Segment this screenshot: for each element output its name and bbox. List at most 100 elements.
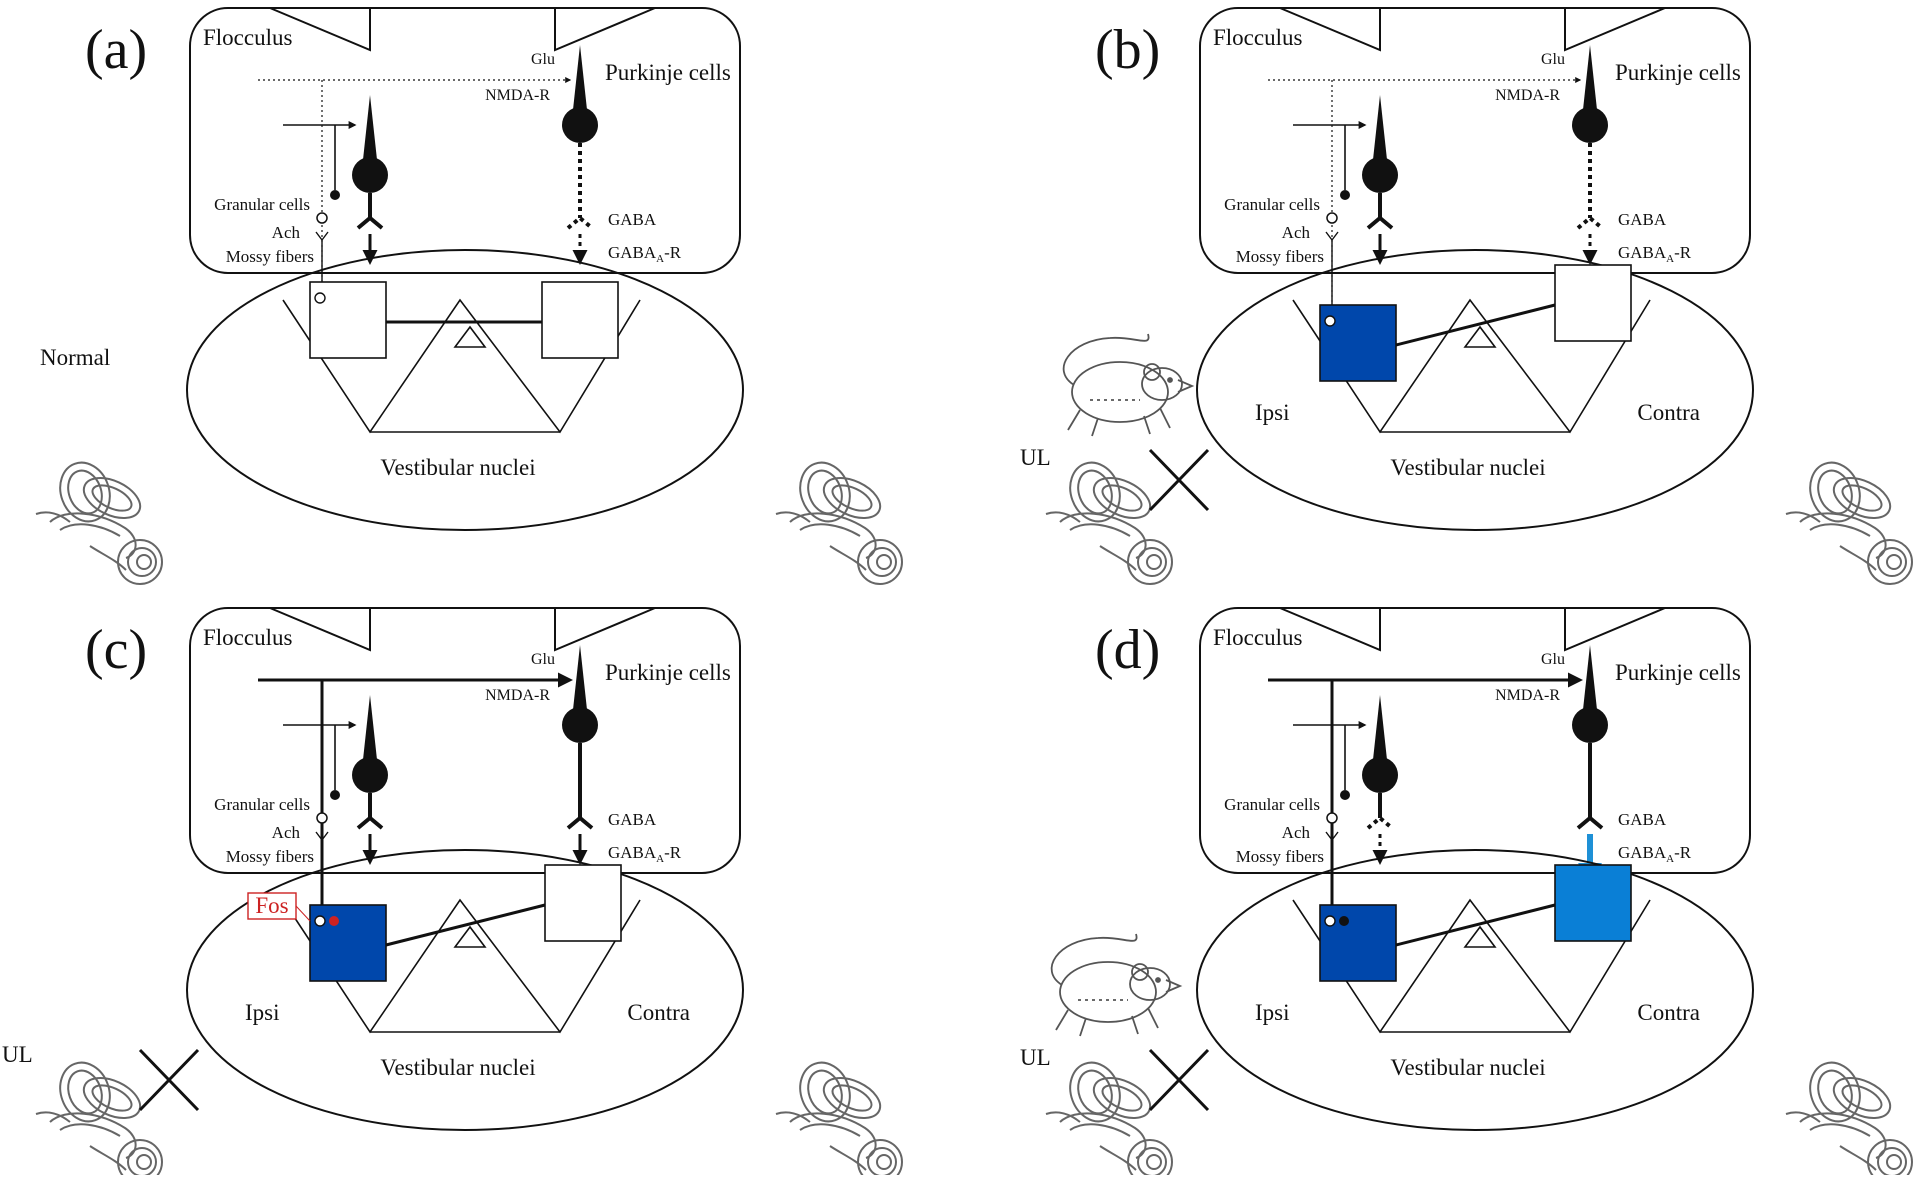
left-purkinje-terminal xyxy=(1366,215,1394,230)
cross-icon xyxy=(138,1048,200,1112)
left-purkinje-soma xyxy=(352,757,388,793)
mossy-fibers-label: Mossy fibers xyxy=(1236,847,1324,866)
mossy-input-dot xyxy=(1324,915,1336,927)
nuclei-small-triangle xyxy=(1463,925,1497,948)
mossy-terminal xyxy=(316,212,328,224)
purkinje-cells-label: Purkinje cells xyxy=(605,60,731,85)
granular-cell-dot xyxy=(1340,190,1350,200)
left-purkinje-soma xyxy=(1362,157,1398,193)
gaba-a-r-main: GABA xyxy=(1618,843,1667,862)
fos-label: Fos xyxy=(255,893,288,918)
mossy-fibers-label: Mossy fibers xyxy=(226,247,314,266)
granular-cells-label: Granular cells xyxy=(1224,795,1320,814)
contra-nucleus-box xyxy=(1554,864,1632,942)
flocculus-box xyxy=(1199,7,1751,274)
gaba-label: GABA xyxy=(608,210,657,229)
gaba-a-r-tail: -R xyxy=(1674,243,1692,262)
right-purkinje-soma xyxy=(1572,707,1608,743)
left-purkinje-dendrite xyxy=(362,695,378,769)
gaba-a-r-main: GABA xyxy=(1618,243,1667,262)
fos-pointer xyxy=(295,905,311,922)
right-purkinje-terminal xyxy=(566,215,594,230)
flocculus-label: Flocculus xyxy=(203,25,292,50)
flocculus-notch-right xyxy=(554,607,656,652)
ach-label: Ach xyxy=(272,223,301,242)
flocculus-box xyxy=(189,7,741,274)
mossy-input-dot xyxy=(1324,315,1336,327)
right-purkinje-dendrite xyxy=(1582,645,1598,719)
fos-tag-box xyxy=(247,892,297,920)
granular-cell-dot xyxy=(330,190,340,200)
inner-ear-icon xyxy=(1785,454,1913,585)
flocculus-label: Flocculus xyxy=(1213,625,1302,650)
ipsi-label: Ipsi xyxy=(1255,1000,1290,1025)
mossy-fibers-label: Mossy fibers xyxy=(226,847,314,866)
gaba-a-r-sub: A xyxy=(656,853,664,865)
right-purkinje-soma xyxy=(1572,107,1608,143)
contra-nucleus-box xyxy=(1554,264,1632,342)
inner-ear-icon xyxy=(1045,454,1173,585)
nuclei-small-triangle xyxy=(453,325,487,348)
purkinje-cells-label: Purkinje cells xyxy=(605,660,731,685)
vestibular-nuclei-ellipse xyxy=(186,249,744,531)
flocculus-notch-left xyxy=(269,607,371,652)
ul-label: UL xyxy=(2,1042,33,1067)
left-purkinje-soma xyxy=(1362,757,1398,793)
vestibular-nuclei-ellipse xyxy=(1196,849,1754,1131)
vestibular-nuclei-ellipse xyxy=(1196,249,1754,531)
nuclei-zigzag xyxy=(1292,898,1651,1034)
inner-ear-icon xyxy=(35,1054,163,1180)
flocculus-notch-right xyxy=(1564,7,1666,52)
right-purkinje-terminal xyxy=(1576,815,1604,830)
flocculus-box xyxy=(1199,607,1751,874)
left-purkinje-dendrite xyxy=(1372,95,1388,169)
granular-cell-dot xyxy=(330,790,340,800)
mossy-input-dot xyxy=(314,915,326,927)
granular-input-dot xyxy=(329,916,339,926)
vestibular-nuclei-label: Vestibular nuclei xyxy=(1390,455,1545,480)
purkinje-cells-label: Purkinje cells xyxy=(1615,60,1741,85)
left-purkinje-terminal xyxy=(356,215,384,230)
left-purkinje-terminal xyxy=(1366,815,1394,830)
vestibular-nuclei-label: Vestibular nuclei xyxy=(1390,1055,1545,1080)
left-purkinje-soma xyxy=(352,157,388,193)
right-purkinje-dendrite xyxy=(572,45,588,119)
right-purkinje-dendrite xyxy=(1582,45,1598,119)
inner-ear-icon xyxy=(1785,1054,1913,1180)
nuclei-zigzag xyxy=(1292,298,1651,434)
gaba-a-r-main: GABA xyxy=(608,243,657,262)
flocculus-notch-right xyxy=(1564,607,1666,652)
granular-cells-label: Granular cells xyxy=(1224,195,1320,214)
left-purkinje-dendrite xyxy=(1372,695,1388,769)
mossy-input-dot xyxy=(314,292,326,304)
inner-ear-icon xyxy=(775,454,903,585)
gaba-a-r-sub: A xyxy=(1666,853,1674,865)
glu-label: Glu xyxy=(1541,51,1565,68)
rat-icon xyxy=(1062,333,1193,437)
nmda-r-label: NMDA-R xyxy=(1495,87,1560,104)
gaba-a-r-tail: -R xyxy=(664,243,682,262)
panel-letter: (c) xyxy=(85,619,147,681)
flocculus-label: Flocculus xyxy=(1213,25,1302,50)
gaba-a-r-sub: A xyxy=(1666,253,1674,265)
right-purkinje-terminal xyxy=(1576,215,1604,230)
flocculus-notch-left xyxy=(269,7,371,52)
nuclei-zigzag xyxy=(282,298,641,434)
granular-cell-dot xyxy=(1340,790,1350,800)
cross-icon xyxy=(1148,1048,1210,1112)
nuclei-zigzag xyxy=(282,898,641,1034)
purkinje-cells-label: Purkinje cells xyxy=(1615,660,1741,685)
panel-letter: (a) xyxy=(85,19,147,81)
flocculus-label: Flocculus xyxy=(203,625,292,650)
granular-input-dot xyxy=(1339,916,1349,926)
gaba-label: GABA xyxy=(608,810,657,829)
granular-cells-label: Granular cells xyxy=(214,795,310,814)
ach-label: Ach xyxy=(1282,823,1311,842)
mossy-terminal xyxy=(1326,212,1338,224)
gaba-a-r-label: GABAA-R xyxy=(608,843,682,865)
right-purkinje-soma xyxy=(562,107,598,143)
